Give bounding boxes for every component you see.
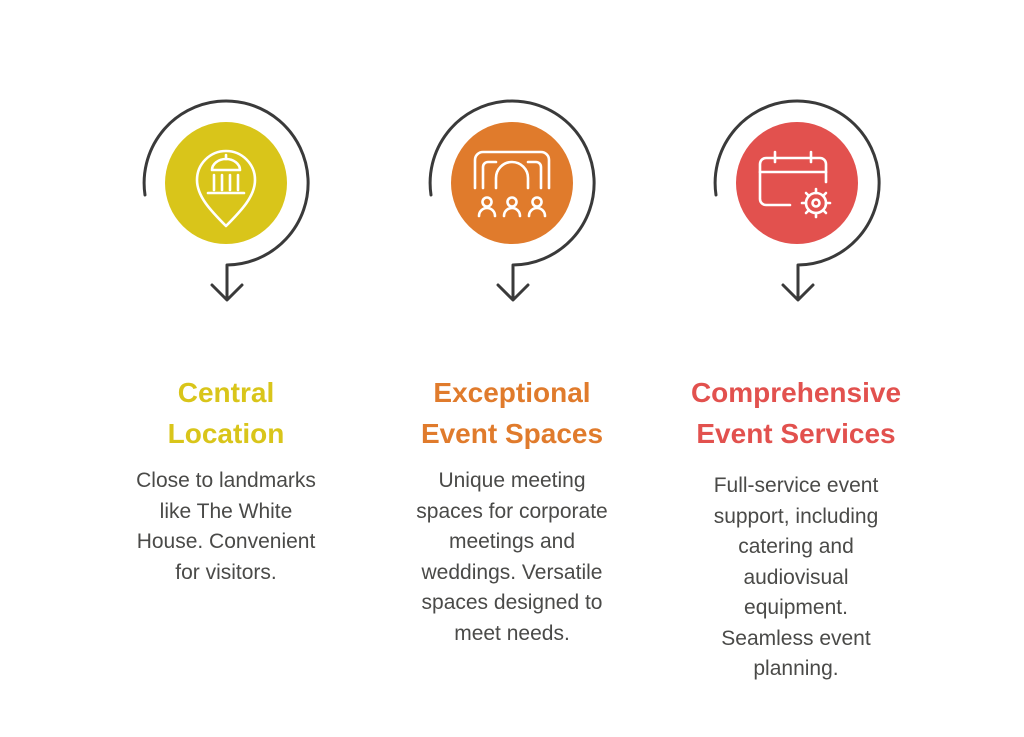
calendar-gear-icon — [758, 150, 832, 219]
item-2-desc-line: spaces designed to — [421, 591, 603, 614]
item-2-title: Exceptional Event Spaces — [382, 372, 642, 454]
item-1-title-line-2: Location — [167, 418, 285, 449]
item-3-title: Comprehensive Event Services — [666, 372, 926, 454]
item-1-description: Close to landmarks like The White House.… — [96, 466, 356, 588]
item-1-desc-line: Close to landmarks — [136, 469, 316, 492]
item-3-graphic — [713, 99, 881, 302]
item-3-desc-line: support, including — [713, 504, 879, 528]
item-3-column: Comprehensive Event Services Full-servic… — [666, 372, 926, 685]
item-2-title-line-1: Exceptional — [433, 377, 591, 408]
item-3-desc-line: catering and — [738, 535, 854, 558]
item-1-graphic — [142, 99, 310, 302]
item-2-arrow-head — [496, 283, 530, 302]
item-2-description: Unique meeting spaces for corporate meet… — [382, 466, 642, 649]
item-2-title-line-2: Event Spaces — [420, 418, 604, 449]
item-2-graphic — [428, 99, 596, 302]
item-1-title: Central Location — [96, 372, 356, 454]
item-3-desc-line: audiovisual — [743, 565, 849, 589]
item-1-desc-line: House. Convenient — [136, 530, 316, 553]
item-3-description: Full-service event support, including ca… — [666, 471, 926, 685]
item-3-desc-line: Full-service event — [713, 474, 879, 497]
item-1-desc-line: like The White — [159, 499, 293, 523]
item-1-desc-line: for visitors. — [175, 560, 277, 584]
item-2-desc-line: meet needs. — [454, 621, 570, 645]
item-2-circle — [451, 122, 573, 244]
item-2-curved-arrow — [428, 99, 596, 301]
event-hall-audience-icon — [473, 150, 551, 218]
item-2-desc-line: Unique meeting — [438, 469, 586, 492]
item-3-title-line-1: Comprehensive — [690, 377, 902, 408]
item-1-arrow-head — [210, 283, 244, 302]
capitol-location-pin-icon — [195, 149, 257, 228]
item-3-arrow-head — [781, 283, 815, 302]
item-2-desc-line: weddings. Versatile — [421, 560, 603, 584]
item-2-column: Exceptional Event Spaces Unique meeting … — [382, 372, 642, 649]
item-3-desc-line: equipment. — [744, 596, 848, 619]
item-3-circle — [736, 122, 858, 244]
item-3-desc-line: Seamless event — [721, 626, 871, 650]
item-3-title-line-2: Event Services — [696, 418, 896, 449]
item-1-curved-arrow — [142, 99, 310, 301]
item-1-title-line-1: Central — [177, 377, 275, 408]
item-3-curved-arrow — [713, 99, 881, 301]
item-1-circle — [165, 122, 287, 244]
item-3-desc-line: planning. — [753, 657, 839, 680]
item-2-desc-line: meetings and — [448, 530, 576, 553]
item-2-desc-line: spaces for corporate — [416, 499, 608, 523]
item-1-column: Central Location Close to landmarks like… — [96, 372, 356, 588]
